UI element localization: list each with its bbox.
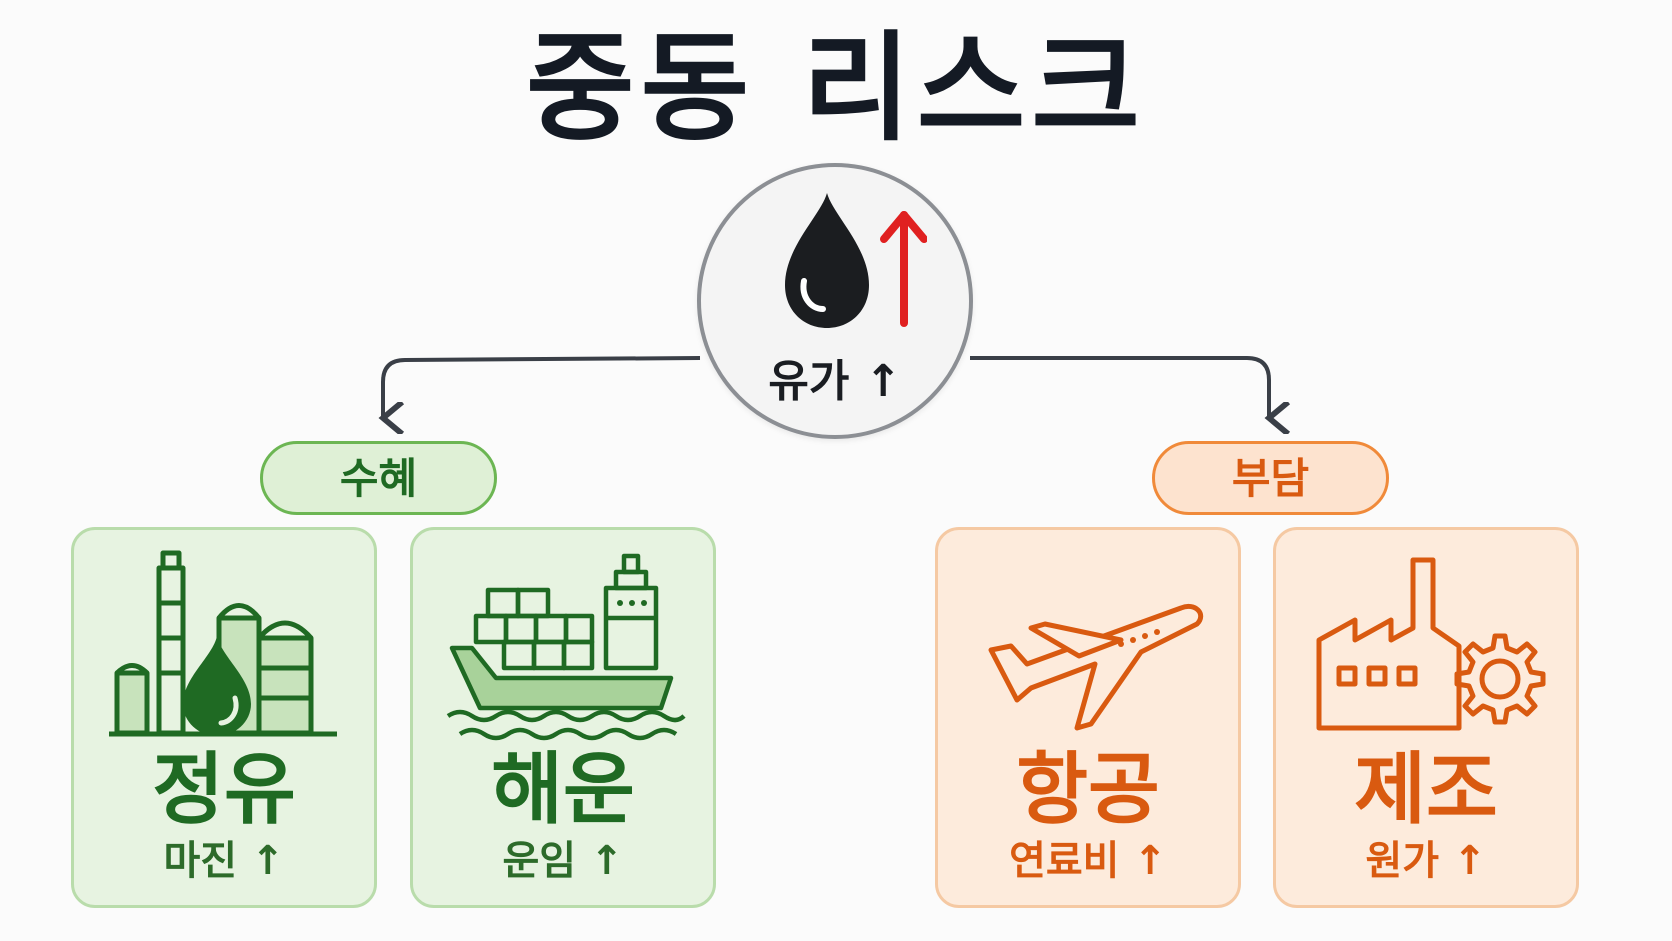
card-airline-name: 항공 — [1016, 745, 1160, 835]
card-shipping-name: 해운 — [491, 745, 635, 835]
card-airline-sub: 연료비 ↑ — [1009, 838, 1167, 884]
oil-price-label: 유가 ↑ — [768, 356, 902, 407]
connector-right — [970, 356, 1269, 418]
card-manufacturing-sub: 원가 ↑ — [1365, 838, 1487, 884]
refinery-icon — [109, 550, 337, 737]
connector-left — [383, 356, 701, 418]
card-airline: 항공 연료비 ↑ — [935, 527, 1241, 908]
cargo-ship-icon — [446, 553, 686, 741]
card-refining-sub: 마진 ↑ — [163, 838, 285, 884]
card-manufacturing-name: 제조 — [1354, 745, 1498, 835]
card-refining: 정유 마진 ↑ — [71, 527, 377, 908]
card-refining-name: 정유 — [152, 745, 296, 835]
card-shipping: 해운 운임 ↑ — [410, 527, 716, 908]
burden-label: 부담 — [1152, 441, 1389, 515]
oil-price-node: 유가 ↑ — [697, 163, 973, 439]
card-manufacturing: 제조 원가 ↑ — [1273, 527, 1579, 908]
gear-icon — [1454, 633, 1546, 725]
card-shipping-sub: 운임 ↑ — [502, 838, 624, 884]
page-title: 중동 리스크 — [526, 19, 1146, 157]
airplane-icon — [988, 604, 1204, 731]
benefit-label: 수혜 — [260, 441, 497, 515]
factory-gear-icon — [1316, 557, 1546, 731]
oil-drop-icon — [785, 193, 927, 328]
red-up-arrow-icon — [880, 211, 927, 327]
